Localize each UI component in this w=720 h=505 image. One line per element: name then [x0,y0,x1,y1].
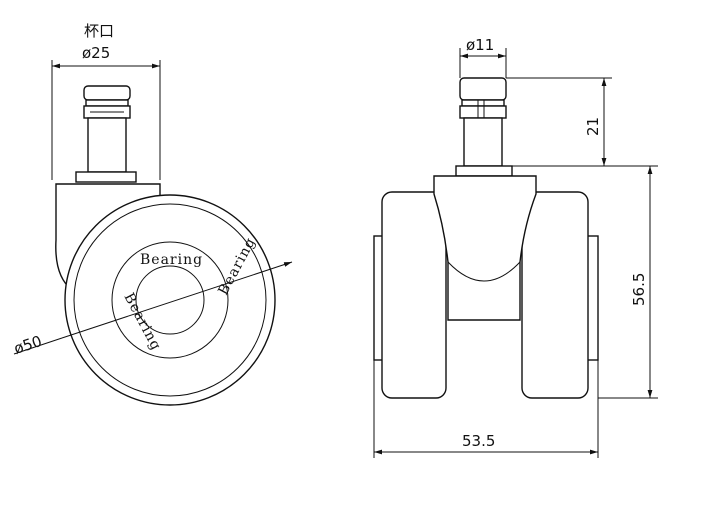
left-wheel-front [373,191,447,399]
cup-diameter-label: ø25 [82,44,110,62]
total-height-label: 56.5 [630,273,648,306]
wheel-side [64,194,276,406]
bearing-label-top: Bearing [140,252,203,268]
stem-front [455,77,513,177]
stem-side [75,85,137,183]
housing-front [433,175,537,321]
cup-label: 杯口 [84,22,114,40]
right-wheel-front [521,191,599,399]
front-view: ø11 21 56.5 53.5 [373,36,658,458]
wheel-diameter-label: ø50 [12,332,44,358]
stem-height-label: 21 [584,117,602,136]
total-width-label: 53.5 [462,432,495,450]
side-view: Bearing Bearing Bearing 杯口 ø25 ø50 [12,22,293,406]
stem-diameter-label: ø11 [466,36,494,54]
